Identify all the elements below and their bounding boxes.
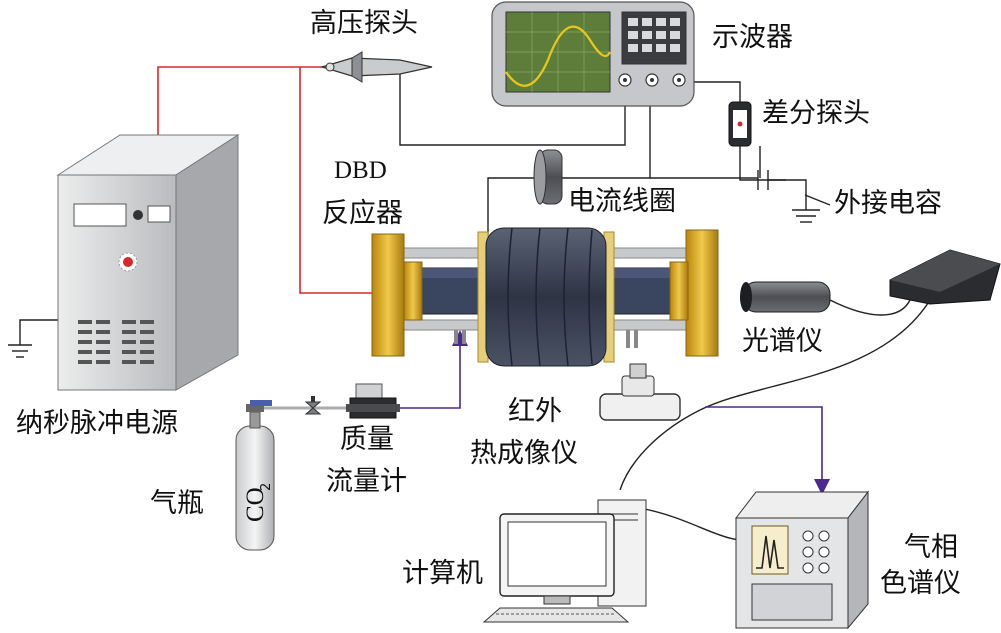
right-flange (685, 229, 719, 357)
label-computer: 计算机 (402, 558, 483, 589)
gas-chromatograph (734, 490, 870, 630)
gas-valve[interactable] (304, 396, 322, 415)
label-gc-2: 色谱仪 (880, 568, 961, 599)
label-pulse-power: 纳秒脉冲电源 (16, 408, 178, 439)
co2-main: CO (242, 487, 269, 522)
spectrometer (740, 249, 1001, 313)
current-coil-sensor (533, 149, 563, 205)
gas-line (262, 330, 830, 495)
waveform-trace (505, 25, 611, 87)
label-hv-probe: 高压探头 (310, 8, 418, 39)
co2-subscript: 2 (259, 483, 274, 491)
label-oscilloscope: 示波器 (712, 22, 793, 53)
power-indicator-light (123, 257, 133, 267)
label-mfc-2: 流量计 (326, 466, 407, 497)
label-gas-bottle: 气瓶 (150, 488, 204, 519)
computer (482, 499, 647, 623)
hv-wiring (157, 66, 378, 294)
rogowski-coil (485, 227, 607, 367)
label-mfc-1: 质量 (340, 424, 394, 455)
infrared-thermal-camera (599, 363, 681, 421)
hv-probe (319, 51, 433, 83)
label-ir-1: 红外 (508, 396, 562, 427)
mass-flow-controller (346, 383, 400, 419)
co2-label: CO 2 (242, 483, 274, 522)
oscilloscope (491, 1, 695, 107)
differential-probe (728, 101, 752, 147)
label-ext-capacitor: 外接电容 (834, 188, 942, 219)
co2-gas-bottle (235, 400, 275, 551)
dbd-reactor (371, 227, 719, 367)
pulse-power-supply (56, 134, 240, 391)
label-diff-probe: 差分探头 (762, 98, 870, 129)
power-display-right (147, 205, 171, 223)
label-current-coil: 电流线圈 (568, 186, 676, 217)
label-spectrometer: 光谱仪 (742, 326, 823, 357)
left-flange (371, 233, 405, 357)
label-gc-1: 气相 (904, 532, 958, 563)
power-knob[interactable] (133, 210, 143, 220)
power-display-left (73, 203, 127, 227)
label-dbd: DBD (334, 157, 387, 184)
label-reactor: 反应器 (322, 198, 403, 229)
label-ir-2: 热成像仪 (470, 438, 578, 469)
vent-grille (78, 320, 154, 364)
